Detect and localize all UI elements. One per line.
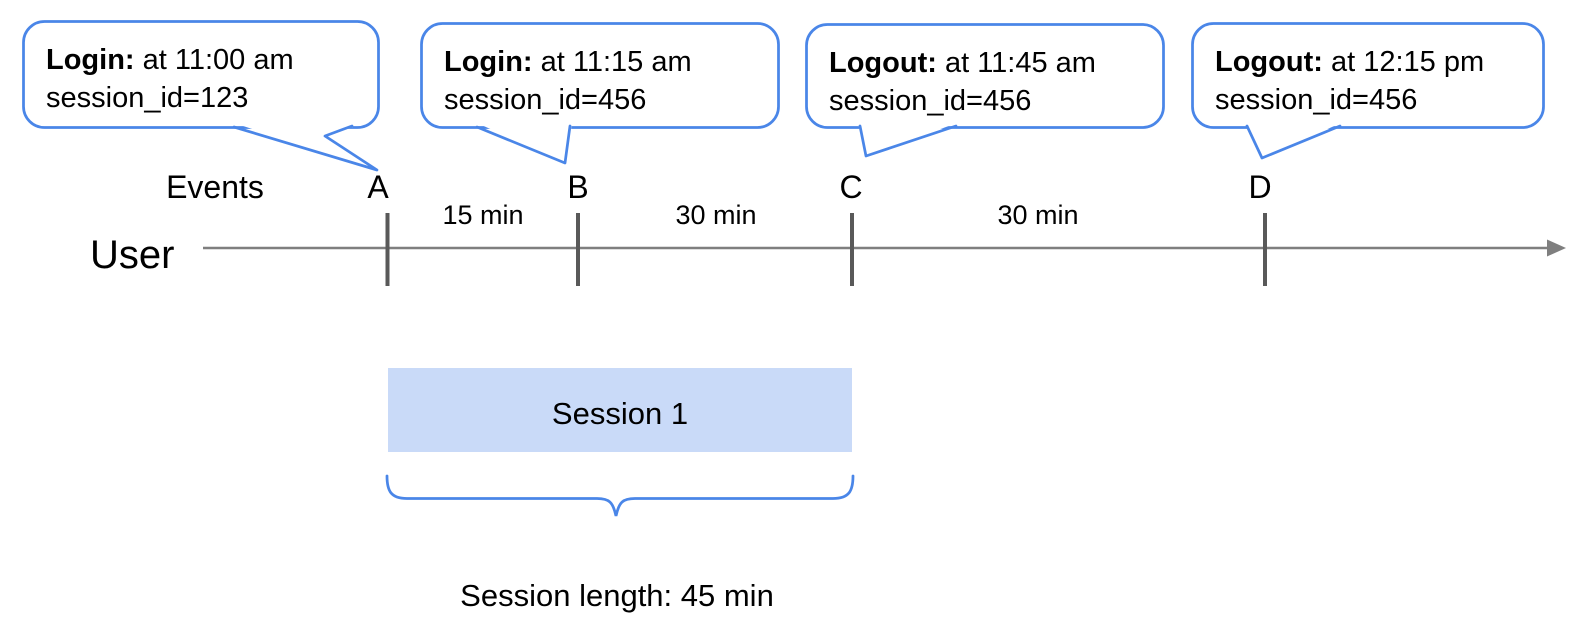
- callout-b-line1: Login: at 11:15 am: [444, 43, 692, 81]
- callout-b-bubble: [420, 22, 780, 129]
- callout-a-time: at 11:00 am: [134, 44, 294, 76]
- callout-c-line1: Logout: at 11:45 am: [829, 44, 1096, 82]
- callout-d-session-id: session_id=456: [1215, 84, 1418, 116]
- callout-b-text: Login: at 11:15 am session_id=456: [444, 43, 692, 119]
- callout-c-session-id: session_id=456: [829, 85, 1032, 117]
- session-length-brace: [385, 474, 855, 517]
- callout-c-bubble: [805, 23, 1165, 129]
- event-marker-b: B: [567, 169, 589, 205]
- callout-d-line1: Logout: at 12:15 pm: [1215, 43, 1484, 81]
- event-marker-a: A: [367, 169, 389, 205]
- session-bar: [388, 368, 852, 452]
- callout-d-tail: [1245, 124, 1342, 160]
- callout-a-text: Login: at 11:00 am session_id=123: [46, 41, 294, 117]
- callout-c-time: at 11:45 am: [936, 47, 1096, 79]
- callout-c-tail-fill: [858, 123, 957, 156]
- callout-a-line1: Login: at 11:00 am: [46, 41, 294, 79]
- callout-b-tail: [475, 124, 572, 165]
- timeline-arrowhead-icon: [1547, 239, 1566, 257]
- callout-a-event-type: Login:: [46, 44, 135, 76]
- event-marker-d: D: [1248, 169, 1272, 205]
- interval-label-cd: 30 min: [997, 200, 1079, 230]
- callout-b-tail-fill: [477, 123, 572, 163]
- callout-c-event-type: Logout:: [829, 47, 937, 79]
- callout-a-tail: [232, 124, 379, 172]
- callout-b-event-type: Login:: [444, 46, 533, 78]
- user-label: User: [90, 233, 175, 277]
- callout-d-event-type: Logout:: [1215, 46, 1323, 78]
- callout-a-bubble: [22, 20, 380, 129]
- callout-c-tail: [858, 124, 958, 158]
- callout-d-time: at 12:15 pm: [1322, 46, 1485, 78]
- interval-label-ab: 15 min: [442, 200, 524, 230]
- callout-b-time: at 11:15 am: [532, 46, 692, 78]
- callout-c-text: Logout: at 11:45 am session_id=456: [829, 44, 1096, 120]
- event-marker-c: C: [839, 169, 863, 205]
- callout-a-session-id: session_id=123: [46, 82, 249, 114]
- session-length-label: Session length: 45 min: [460, 578, 774, 613]
- callout-d-tail-fill: [1245, 123, 1341, 158]
- callout-d-bubble: [1191, 22, 1545, 129]
- callout-d-text: Logout: at 12:15 pm session_id=456: [1215, 43, 1484, 119]
- callout-b-session-id: session_id=456: [444, 84, 647, 116]
- interval-label-bc: 30 min: [675, 200, 757, 230]
- events-label: Events: [166, 169, 264, 205]
- session-bar-label: Session 1: [551, 396, 689, 431]
